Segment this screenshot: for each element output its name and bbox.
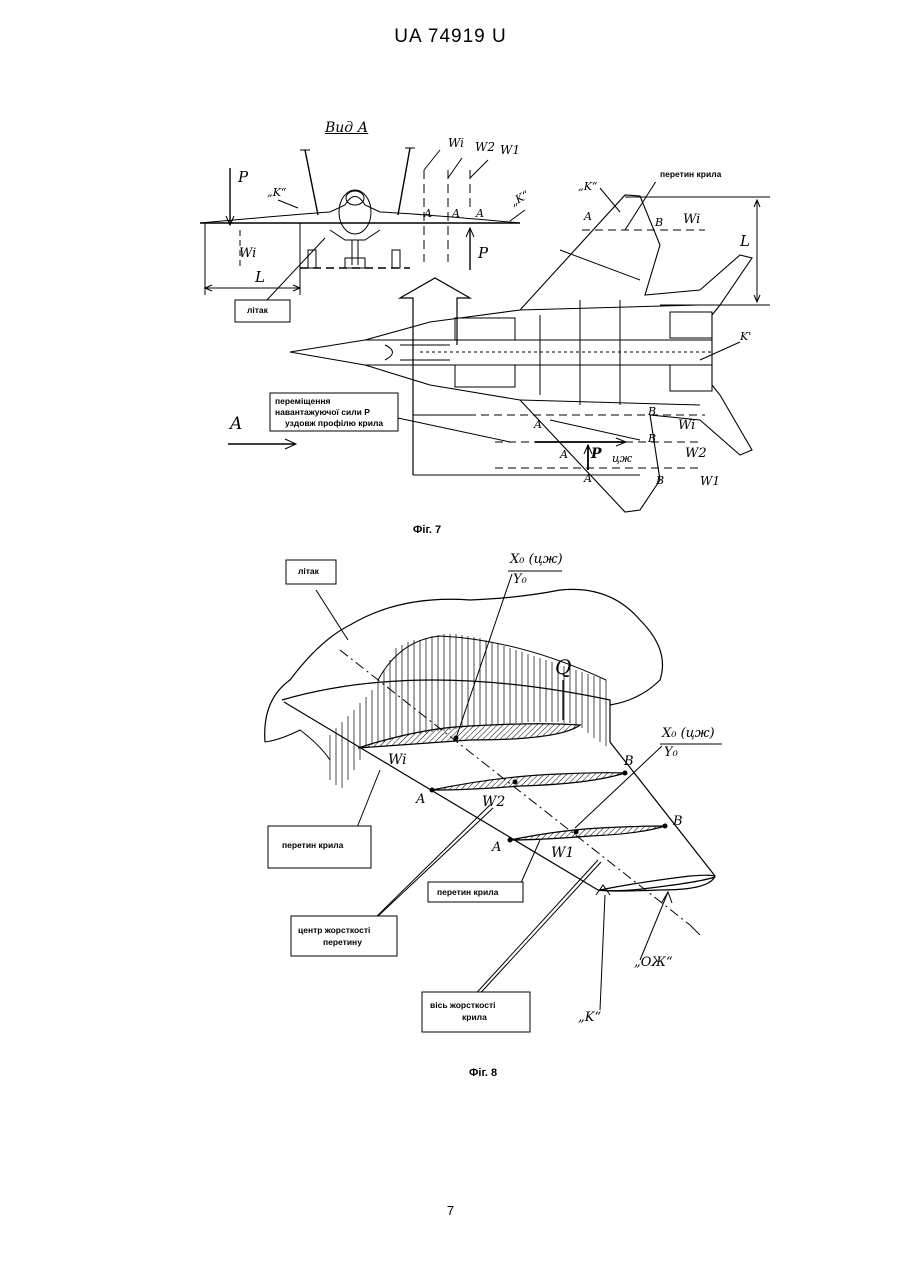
- fig8-mark-W1: W1: [551, 845, 574, 861]
- figure-8-caption: Фіг. 8: [469, 1067, 497, 1079]
- fig8-y0-right: Y₀: [664, 745, 678, 760]
- fig8-a-dot-mid: [430, 788, 435, 793]
- fig8-section-mid-box: перетин крила: [437, 887, 498, 897]
- fig8-a-dot-outer: [508, 838, 513, 843]
- fig8-mark-K: „K“: [578, 1010, 601, 1025]
- fig8-mark-A-mid: A: [416, 792, 425, 807]
- fig8-mark-Wi: Wi: [388, 752, 407, 768]
- fig8-center-box-line2: перетину: [323, 937, 362, 947]
- page-number: 7: [0, 1203, 901, 1218]
- fig8-section-left-box: перетин крила: [282, 840, 343, 850]
- fig8-b-dot-mid: [623, 771, 628, 776]
- fig8-x0-top: X₀ (цж): [510, 552, 563, 567]
- fig8-center-dot-root: [454, 736, 459, 741]
- fig8-plane-box: літак: [298, 566, 319, 576]
- fig8-y0-top: Y₀: [513, 572, 527, 587]
- fig8-mark-B-outer: B: [673, 814, 683, 829]
- fig8-plane-outline: [265, 589, 663, 742]
- fig8-mark-A-outer: A: [492, 840, 501, 855]
- fig8-mark-W2: W2: [482, 794, 505, 810]
- fig8-axis-box-line1: вісь жорсткості: [430, 1000, 495, 1010]
- fig8-mark-B-mid: B: [624, 754, 634, 769]
- fig8-x0-right: X₀ (цж): [662, 726, 715, 741]
- fig8-center-box-line1: центр жорсткості: [298, 925, 370, 935]
- fig8-mark-OZh: „ОЖ“: [634, 955, 673, 970]
- fig8-b-dot-outer: [663, 824, 668, 829]
- fig8-mark-Q: Q: [555, 655, 571, 679]
- fig8-center-dot-mid: [513, 780, 518, 785]
- fig8-axis-box-line2: крила: [462, 1012, 487, 1022]
- fig8-center-dot-outer: [574, 830, 579, 835]
